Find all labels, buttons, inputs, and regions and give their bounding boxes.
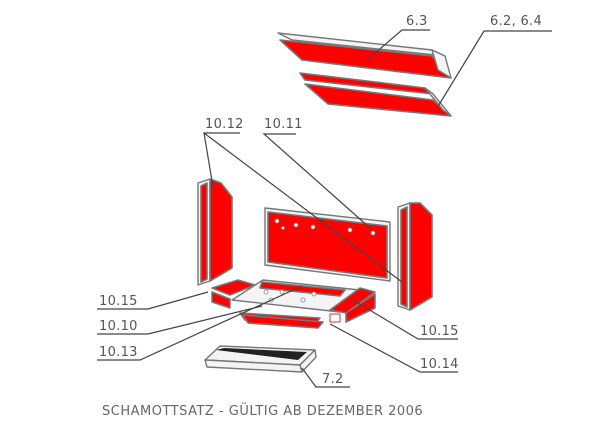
label-10-10: 10.10 <box>99 319 138 334</box>
label-10-11: 10.11 <box>264 117 303 132</box>
part-10-12-right-wall <box>397 202 433 311</box>
label-10-15-left: 10.15 <box>99 294 138 309</box>
label-10-15-right: 10.15 <box>420 324 459 339</box>
part-10-11-back-wall <box>264 207 391 282</box>
part-10-15-left-floor <box>211 279 256 309</box>
part-10-12-left-wall <box>197 178 233 286</box>
label-6-2-6-4: 6.2, 6.4 <box>490 14 542 29</box>
part-6-3-baffle <box>277 32 452 79</box>
diagram-caption: SCHAMOTTSATZ - GÜLTIG AB DEZEMBER 2006 <box>102 402 423 419</box>
label-7-2: 7.2 <box>322 372 344 387</box>
label-10-12: 10.12 <box>205 117 244 132</box>
part-10-15-right-floor <box>329 287 376 323</box>
part-6-2-6-4-baffle <box>299 72 452 117</box>
label-10-13: 10.13 <box>99 345 138 360</box>
part-10-14-floor-front <box>242 314 324 329</box>
label-6-3: 6.3 <box>406 14 428 29</box>
leader-lines <box>97 29 552 388</box>
label-10-14: 10.14 <box>420 357 459 372</box>
part-7-2-ash-pan <box>204 345 317 373</box>
